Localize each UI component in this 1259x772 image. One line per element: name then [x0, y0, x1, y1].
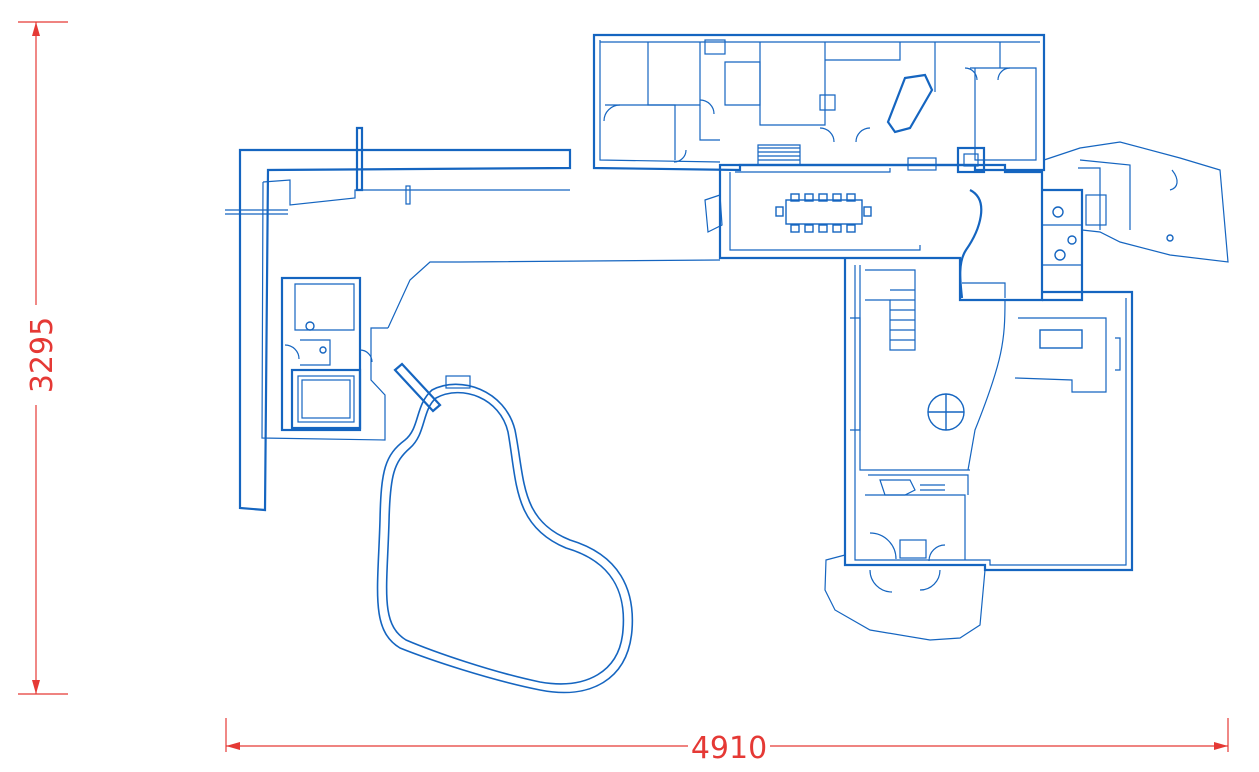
southeast-wing [843, 258, 1134, 572]
height-dimension-label: 3295 [25, 317, 60, 393]
arrowhead-right-icon [1214, 742, 1228, 750]
width-dimension-label: 4910 [691, 731, 767, 766]
east-terrace [1043, 141, 1229, 263]
entrance-porch [824, 554, 986, 641]
arrowhead-bottom-icon [32, 680, 40, 694]
swimming-pool [376, 362, 634, 694]
arrowhead-left-icon [226, 742, 240, 750]
arrowhead-top-icon [32, 22, 40, 36]
north-wing [592, 33, 1046, 172]
left-terrace [225, 126, 721, 512]
height-dimension [18, 21, 68, 695]
width-dimension [225, 718, 1229, 752]
east-bath-core [1042, 188, 1107, 302]
pool-house [280, 276, 373, 432]
